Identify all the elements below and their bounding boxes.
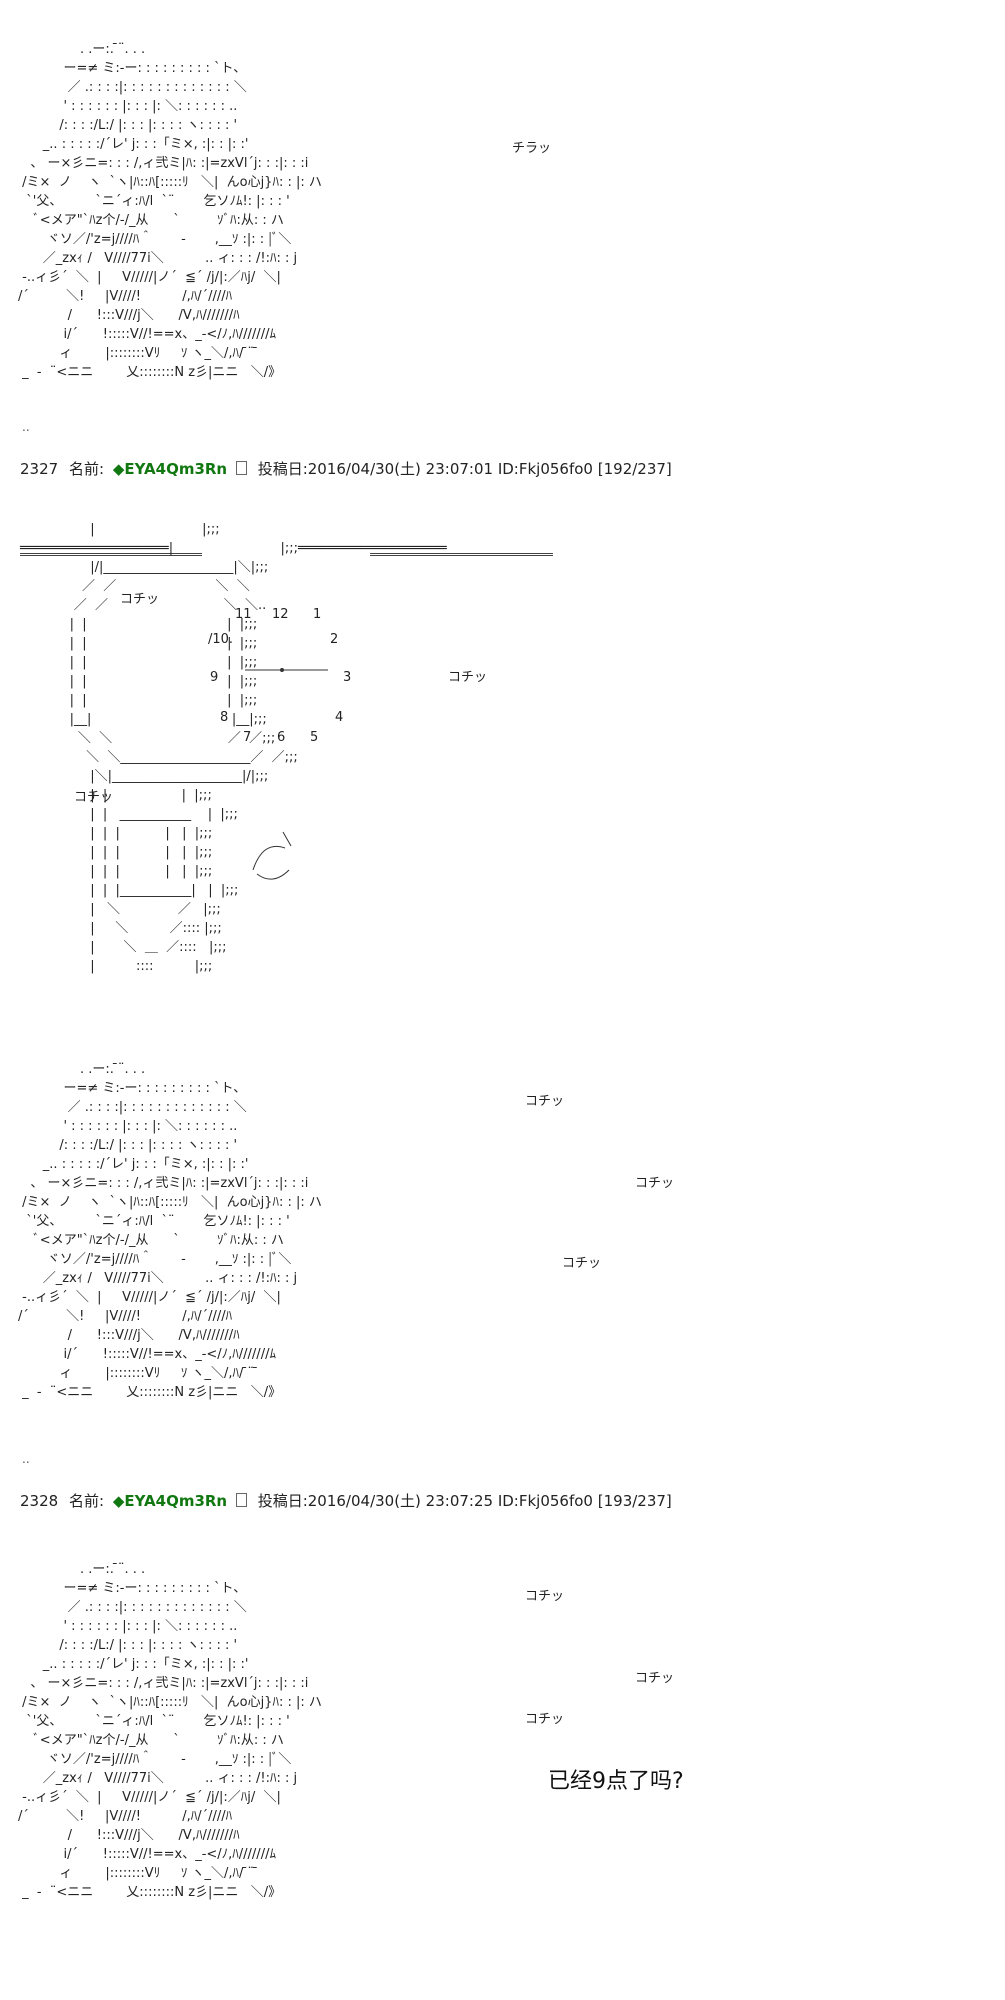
id-label: ID: <box>497 1492 519 1510</box>
checkbox-icon <box>235 461 247 475</box>
post-count: [193/237] <box>597 1492 672 1510</box>
clock-number-8: 8 <box>220 710 229 725</box>
date-label: 投稿日: <box>257 460 308 478</box>
divider-left <box>20 553 202 556</box>
clock-number-10: /10. <box>208 632 234 647</box>
clock-hands <box>245 668 328 672</box>
post-count: [192/237] <box>597 460 672 478</box>
post-id[interactable]: Fkj056fo0 <box>518 460 593 478</box>
poster-trip[interactable]: ◆EYA4Qm3Rn <box>112 1492 228 1510</box>
clock-number-9: 9 <box>210 670 219 685</box>
clock-pendulum <box>252 831 292 880</box>
sfx-kochi: コチッ <box>74 790 114 805</box>
name-label: 名前: <box>68 460 105 478</box>
post-header-2327: 2327 名前: ◆EYA4Qm3Rn 投稿日:2016/04/30(土) 23… <box>20 458 672 479</box>
name-label: 名前: <box>68 1492 105 1510</box>
clock-number-11: 11 <box>235 607 252 622</box>
clock-number-12: 12 <box>272 607 289 622</box>
clock-number-6: 6 <box>277 730 286 745</box>
caption-text: 已经9点了吗? <box>548 1769 684 1794</box>
ellipsis-2: .. <box>22 1452 30 1466</box>
sfx-kochi: コチッ <box>562 1256 602 1271</box>
clock-number-5: 5 <box>310 730 319 745</box>
date-label: 投稿日: <box>257 1492 308 1510</box>
sfx-kochi: コチッ <box>448 670 488 685</box>
sfx-kochi: コチッ <box>635 1671 675 1686</box>
sfx-kochi: コチッ <box>525 1094 565 1109</box>
sfx-chira: チラッ <box>512 141 552 156</box>
clock-number-3: 3 <box>343 670 352 685</box>
post-number: 2327 <box>20 460 59 478</box>
sfx-kochi: コチッ <box>635 1176 675 1191</box>
poster-trip[interactable]: ◆EYA4Qm3Rn <box>112 460 228 478</box>
sfx-kochi: コチッ <box>120 592 160 607</box>
post-date: 2016/04/30(土) 23:07:01 <box>307 460 494 478</box>
ellipsis-1: .. <box>22 420 30 434</box>
ascii-art-figure-2: . .ー:. ̄¨. . . ー=≠ ミ:-ー: : : : : : : : :… <box>18 1062 322 1400</box>
clock-number-7: 7 <box>243 730 252 745</box>
ascii-art-figure-3: . .ー:. ̄¨. . . ー=≠ ミ:-ー: : : : : : : : :… <box>18 1562 322 1900</box>
post-id[interactable]: Fkj056fo0 <box>518 1492 593 1510</box>
id-label: ID: <box>497 460 519 478</box>
clock-center <box>280 668 284 672</box>
divider-right <box>370 553 553 556</box>
sfx-kochi: コチッ <box>525 1589 565 1604</box>
ascii-art-clock: | |;;; ═══════════════════| |;;;════════… <box>20 522 447 974</box>
clock-number-4: 4 <box>335 710 344 725</box>
post-header-2328: 2328 名前: ◆EYA4Qm3Rn 投稿日:2016/04/30(土) 23… <box>20 1490 672 1511</box>
sfx-kochi: コチッ <box>525 1712 565 1727</box>
clock-number-2: 2 <box>330 632 339 647</box>
clock-number-1: 1 <box>313 607 322 622</box>
post-date: 2016/04/30(土) 23:07:25 <box>307 1492 494 1510</box>
post-number: 2328 <box>20 1492 59 1510</box>
ascii-art-figure-1: . .ー:. ̄¨. . . ー=≠ ミ:-ー: : : : : : : : :… <box>18 42 322 380</box>
checkbox-icon <box>235 1493 247 1507</box>
